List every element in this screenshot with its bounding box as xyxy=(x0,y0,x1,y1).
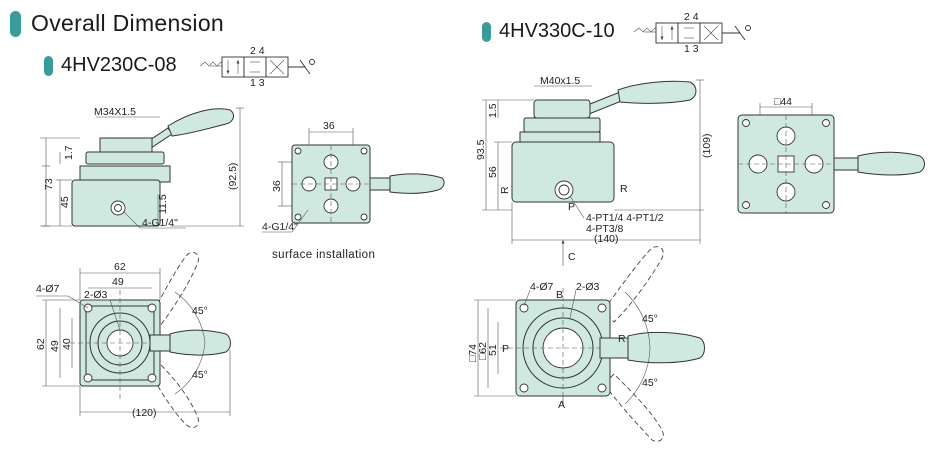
b-top-hole-a: 4-Ø7 xyxy=(530,281,554,293)
b-front-label-p: P xyxy=(568,201,575,213)
b-top-height-62: □62 xyxy=(477,342,489,360)
a-side-height: 36 xyxy=(271,180,283,192)
a-top-hole-a: 4-Ø7 xyxy=(36,283,60,295)
a-top-angle-upper: 45° xyxy=(192,305,208,317)
a-front-port-label: 4-G1/4" xyxy=(142,217,178,229)
a-top-angle-lower: 45° xyxy=(192,369,208,381)
symbol-a-top-ports: 2 4 xyxy=(250,45,265,57)
b-front-label-r: R xyxy=(620,183,628,195)
b-top-label-b: B xyxy=(556,289,563,301)
b-top-label-r: R xyxy=(618,333,626,345)
a-top-height-40: 40 xyxy=(61,338,73,350)
b-side-width: □44 xyxy=(774,96,792,108)
model-b-heading: 4HV330C-10 xyxy=(482,20,615,43)
b-top-height-51: 51 xyxy=(487,344,499,356)
model-a-name: 4HV230C-08 xyxy=(61,54,177,76)
a-top-hole-b: 2-Ø3 xyxy=(84,289,108,301)
b-top-height-74: □74 xyxy=(467,344,479,362)
a-front-thread: M34X1.5 xyxy=(94,106,136,118)
b-front-dim-93-5: 93.5 xyxy=(475,139,487,160)
a-top-height-62: 62 xyxy=(35,338,47,350)
a-front-dim-73: 73 xyxy=(43,178,55,190)
a-side-port-label: 4-G1/4" xyxy=(262,221,298,233)
model-a-front-view: M34X1.5 1.7 73 45 11.5 (92.5) 4-G1/4" xyxy=(40,106,244,229)
model-b-top-view: C 4-Ø7 B 2-Ø3 45° 45° □74 □62 51 P R A xyxy=(467,240,705,442)
a-top-total: (120) xyxy=(132,407,157,419)
b-top-angle-lower: 45° xyxy=(642,377,658,389)
model-a-heading: 4HV230C-08 xyxy=(44,54,177,77)
b-top-label-a: A xyxy=(558,399,565,411)
a-side-width: 36 xyxy=(323,120,335,132)
b-front-ports-1: 4-PT1/4 4-PT1/2 xyxy=(586,212,664,224)
model-b-name: 4HV330C-10 xyxy=(499,20,615,42)
symbol-b-top-ports: 2 4 xyxy=(684,11,699,23)
a-top-width-62: 62 xyxy=(114,261,126,273)
accent-marker xyxy=(44,55,53,76)
b-front-label-r-left: R xyxy=(499,186,511,194)
b-front-dim-56: 56 xyxy=(487,166,499,178)
b-front-total: (140) xyxy=(594,233,619,245)
symbol-b-bottom-ports: 1 3 xyxy=(684,43,699,55)
model-b-front-view: M40x1.5 93.5 1.5 56 (109) R R P 4-PT1/4 … xyxy=(475,75,713,245)
symbol-a-bottom-ports: 1 3 xyxy=(250,77,265,89)
a-front-dim-45: 45 xyxy=(59,196,71,208)
b-top-hole-b: 2-Ø3 xyxy=(576,281,600,293)
a-top-height-49: 49 xyxy=(49,340,61,352)
a-front-dim-1-7: 1.7 xyxy=(63,145,75,160)
model-a-side-view: 36 36 4-G1/4" surface installation xyxy=(262,120,445,261)
b-front-thread: M40x1.5 xyxy=(540,75,580,87)
valve-symbol-b: 2 4 1 3 xyxy=(633,11,751,55)
surface-installation-caption: surface installation xyxy=(272,249,375,261)
accent-marker xyxy=(482,21,491,42)
a-top-width-49: 49 xyxy=(112,276,124,288)
model-b-side-view: □44 xyxy=(737,96,925,214)
b-top-label-p: P xyxy=(502,343,509,355)
b-front-dim-109: (109) xyxy=(701,133,713,158)
page-title-text: Overall Dimension xyxy=(31,10,224,36)
a-front-dim-11-5: 11.5 xyxy=(157,194,169,214)
b-front-ports-2: 4-PT3/8 xyxy=(586,223,624,235)
b-front-dim-1-5: 1.5 xyxy=(487,103,499,118)
b-top-label-c: C xyxy=(568,251,576,263)
page-title: Overall Dimension xyxy=(10,10,224,37)
valve-symbol-a: 2 4 1 3 xyxy=(199,45,315,89)
accent-marker xyxy=(10,10,21,37)
b-top-angle-upper: 45° xyxy=(642,313,658,325)
model-a-top-view: 62 49 4-Ø7 2-Ø3 62 49 40 45° 45° (120) xyxy=(35,251,231,429)
a-front-dim-92-5: (92.5) xyxy=(227,163,239,190)
